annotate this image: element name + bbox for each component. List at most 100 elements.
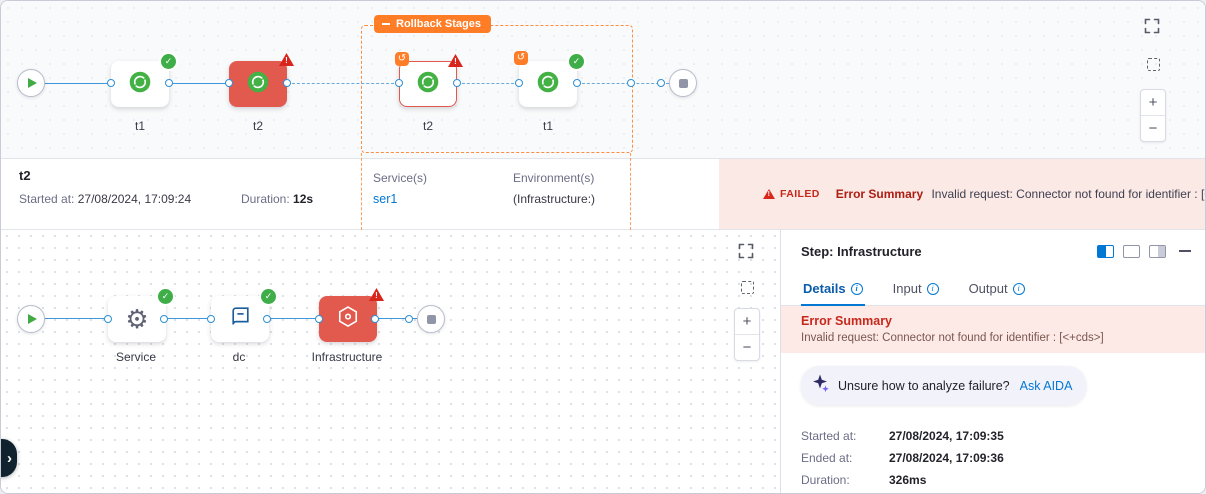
stage-duration: Duration: 12s (241, 192, 313, 206)
connector-line (169, 83, 229, 84)
layout-right-pane-icon[interactable] (1097, 244, 1114, 258)
step-label: dc (232, 350, 246, 364)
execution-graph-canvas[interactable]: Service dc Infrastructure (1, 230, 781, 493)
zoom-out-button[interactable]: − (1141, 116, 1165, 141)
connector-line (267, 318, 319, 319)
tab-output[interactable]: Output (967, 272, 1027, 305)
step-detail-rows: Started at: 27/08/2024, 17:09:35 Ended a… (801, 428, 1004, 488)
play-icon (28, 78, 37, 88)
success-badge-icon (261, 289, 276, 304)
fullscreen-button[interactable] (737, 242, 755, 260)
connector-dot (627, 79, 635, 87)
fit-view-button[interactable] (1144, 55, 1162, 73)
rollback-stage-node-t2[interactable] (395, 52, 463, 107)
zoom-in-button[interactable]: + (735, 309, 759, 334)
expand-left-panel-button[interactable] (1, 439, 17, 477)
detail-value: 326ms (889, 473, 927, 487)
rollback-guide-line (361, 153, 362, 230)
stage-graph-canvas[interactable]: Rollback Stages t1 t2 (1, 1, 1205, 159)
duration-label: Duration: (241, 192, 290, 206)
play-icon (28, 314, 37, 324)
step-tabs: Details Input Output (781, 272, 1205, 306)
rollback-guide-line (630, 153, 631, 230)
service-link[interactable]: ser1 (373, 192, 398, 206)
fit-view-icon (740, 280, 754, 294)
rollback-badge-icon (395, 52, 409, 66)
layout-bottom-pane-icon[interactable] (1123, 244, 1140, 258)
detail-label: Ended at: (801, 451, 853, 465)
zoom-controls: + − (734, 308, 760, 361)
connector-dot (657, 79, 665, 87)
stage-node-t1[interactable] (111, 54, 176, 107)
info-icon[interactable] (1012, 282, 1025, 295)
connector-dot (395, 79, 403, 87)
stage-end-node (669, 69, 697, 97)
zoom-in-button[interactable]: + (1141, 90, 1165, 115)
collapse-icon (382, 23, 390, 25)
ask-aida-link[interactable]: Ask AIDA (1019, 378, 1073, 393)
fit-view-icon (1146, 57, 1160, 71)
layout-split-pane-icon[interactable] (1149, 244, 1166, 258)
step-node-service[interactable] (108, 289, 173, 342)
connector-dot (104, 315, 112, 323)
detail-label: Duration: (801, 473, 850, 487)
connector-dot (283, 79, 291, 87)
stage-started-at: Started at: 27/08/2024, 17:09:24 (19, 192, 191, 206)
error-summary-text: Invalid request: Connector not found for… (801, 332, 1104, 344)
step-node-infrastructure[interactable] (319, 288, 384, 342)
info-icon[interactable] (850, 282, 863, 295)
execution-start-node (17, 305, 45, 333)
environment-value: (Infrastructure:) (513, 192, 596, 206)
cd-stage-icon (245, 69, 271, 100)
tab-output-label: Output (968, 281, 1008, 296)
zoom-controls: + − (1140, 89, 1166, 142)
warning-icon (763, 189, 775, 199)
panel-layout-controls (1097, 244, 1191, 258)
step-panel-header: Step: Infrastructure (781, 230, 1205, 272)
connector-dot (515, 79, 523, 87)
zoom-out-button[interactable]: − (735, 335, 759, 360)
stage-label: t1 (542, 119, 553, 133)
error-summary-label: Error Summary (835, 187, 924, 201)
step-panel-title: Step: Infrastructure (801, 243, 922, 259)
minimize-icon[interactable] (1179, 250, 1191, 252)
connector-line (164, 318, 211, 319)
rollback-stage-node-t1[interactable] (514, 51, 584, 107)
divider (735, 334, 759, 335)
divider (1141, 115, 1165, 116)
detail-value: 27/08/2024, 17:09:36 (889, 451, 1004, 465)
fullscreen-button[interactable] (1143, 17, 1161, 35)
connector-dot (107, 79, 115, 87)
stage-services: Service(s) ser1 (373, 169, 427, 206)
connector-line (45, 318, 108, 319)
duration-value: 12s (293, 192, 314, 206)
stage-summary-bar: t2 Started at: 27/08/2024, 17:09:24 Dura… (1, 159, 1205, 230)
failed-badge-icon (369, 288, 384, 301)
stage-node-t2[interactable] (229, 53, 294, 107)
started-at-value: 27/08/2024, 17:09:24 (77, 192, 192, 206)
connector-dot (573, 79, 581, 87)
stage-error-strip: FAILED Error Summary Invalid request: Co… (719, 159, 1205, 229)
detail-label: Started at: (801, 429, 857, 443)
tab-input[interactable]: Input (891, 272, 941, 305)
cd-stage-icon (127, 69, 153, 100)
success-badge-icon (569, 54, 584, 69)
connector-dot (160, 315, 168, 323)
rollback-stages-toggle[interactable]: Rollback Stages (374, 15, 491, 33)
connector-dot (165, 79, 173, 87)
info-icon[interactable] (926, 282, 939, 295)
stage-error-summary: Error Summary Invalid request: Connector… (835, 187, 1205, 201)
failed-badge-icon (279, 53, 294, 66)
fit-view-button[interactable] (738, 278, 756, 296)
step-details-panel: Step: Infrastructure Details Input Outpu… (781, 230, 1205, 493)
stop-icon (678, 78, 688, 88)
tab-details[interactable]: Details (801, 272, 865, 306)
connector-dot (225, 79, 233, 87)
error-summary-text: Invalid request: Connector not found for… (931, 187, 1205, 201)
environments-label: Environment(s) (513, 171, 595, 185)
stage-label: t1 (134, 119, 145, 133)
detail-value: 27/08/2024, 17:09:35 (889, 429, 1004, 443)
aida-icon (810, 373, 830, 398)
step-node-dc[interactable] (211, 289, 276, 342)
detail-row-duration: Duration: 326ms (801, 472, 1004, 488)
